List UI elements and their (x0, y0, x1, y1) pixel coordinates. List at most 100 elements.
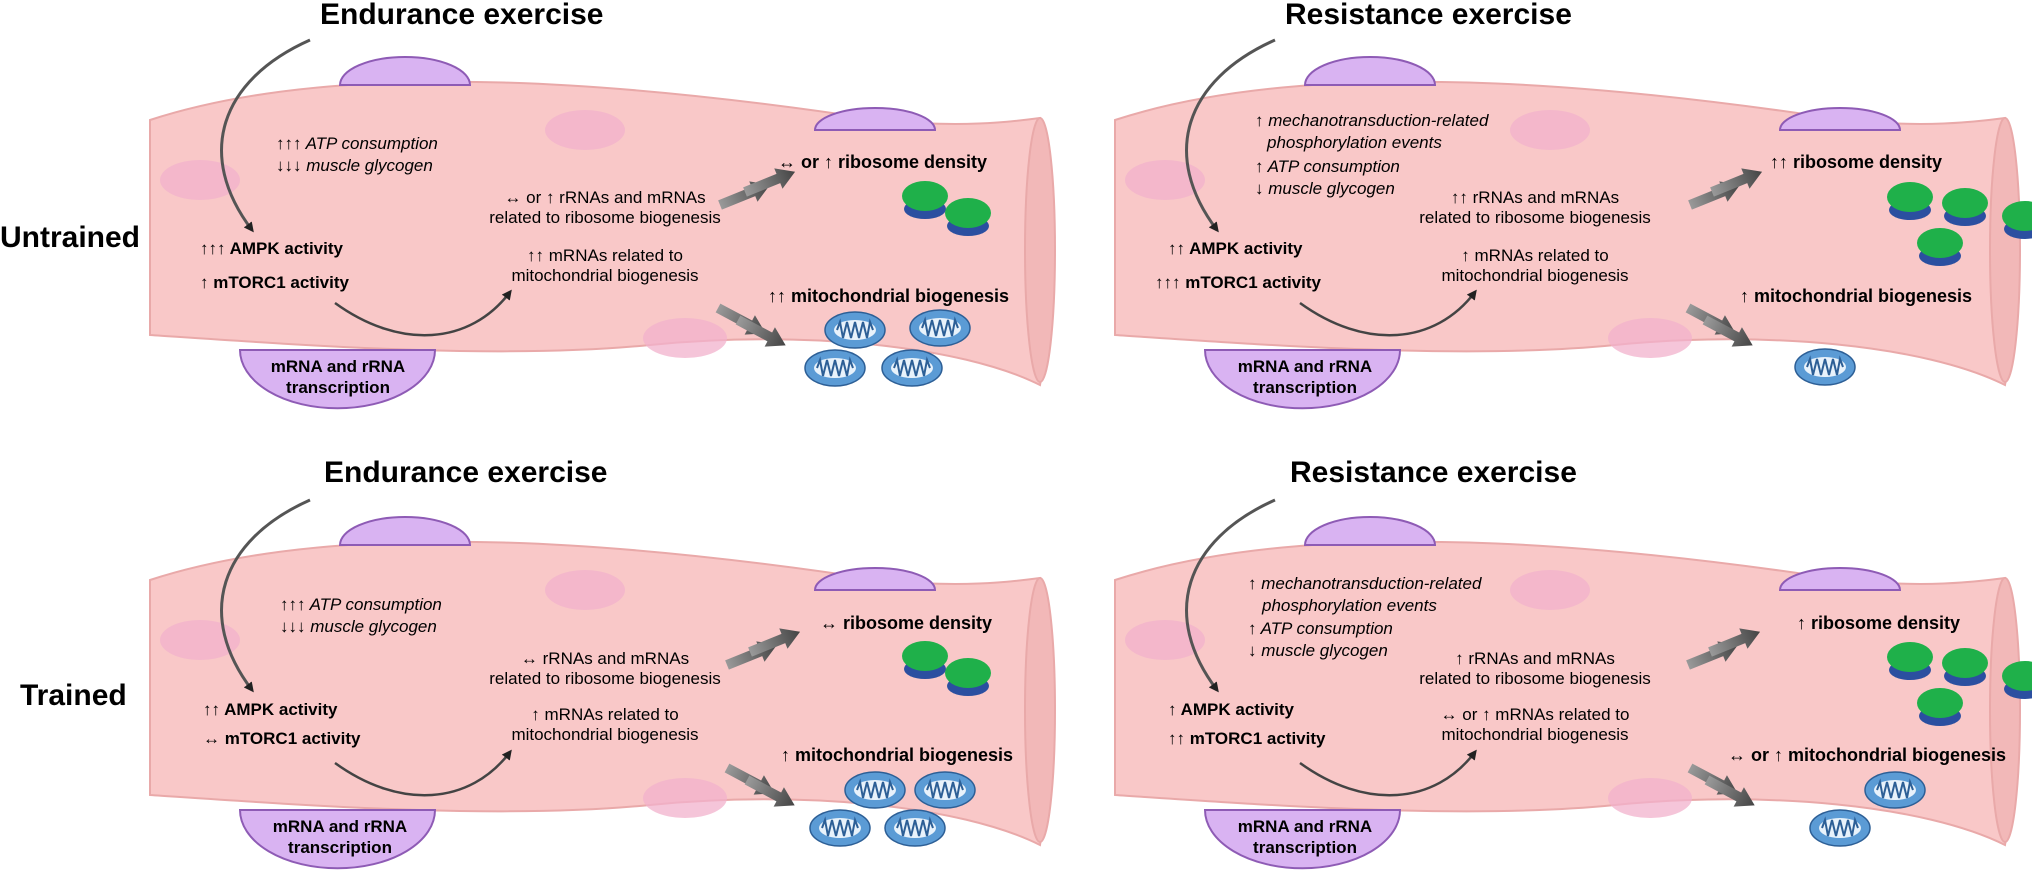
diagram-panel (1114, 498, 2032, 870)
row-label-untrained: Untrained (0, 221, 141, 254)
stress-line: phosphorylation events (1267, 133, 1442, 152)
stress-line: ↑ mechanotransduction-related (1248, 574, 1482, 593)
mtorc1-activity: ↑ mTORC1 activity (200, 273, 349, 292)
ribosome-icon (1942, 188, 1988, 226)
diagram-panel (149, 498, 1056, 870)
ribosome-density-label: ↑ ribosome density (1797, 613, 1961, 633)
ribosome-icon (1887, 182, 1933, 220)
nucleus (1303, 56, 1437, 86)
mitochondrion-icon (914, 771, 976, 809)
transcription-arrow (334, 749, 512, 797)
nucleus-label: transcription (1253, 838, 1357, 857)
mito-mrna-line: ↔ or ↑ mRNAs related to (1440, 705, 1630, 724)
nucleus-label: transcription (288, 838, 392, 857)
ampk-activity: ↑ AMPK activity (1168, 700, 1294, 719)
rrna-line: related to ribosome biogenesis (489, 669, 721, 688)
stress-line: ↓ muscle glycogen (1248, 641, 1388, 660)
ribosome-icon (945, 198, 991, 236)
transcription-arrow (1299, 749, 1477, 797)
rrna-line: related to ribosome biogenesis (489, 208, 721, 227)
mtorc1-activity: ↔ mTORC1 activity (203, 729, 361, 748)
transcription-arrow (1299, 289, 1477, 337)
mito-mrna-line: mitochondrial biogenesis (1441, 725, 1629, 744)
nucleus-label: mRNA and rRNA (270, 357, 406, 376)
row-label-trained: Trained (20, 679, 127, 712)
mito-mrna-line: ↑ mRNAs related to (531, 705, 679, 724)
mito-biogenesis-label: ↑↑ mitochondrial biogenesis (768, 286, 1010, 306)
nucleus-label: transcription (1253, 378, 1357, 397)
nucleus (813, 567, 937, 591)
mito-mrna-line: mitochondrial biogenesis (511, 266, 699, 285)
stress-line: ↑ mechanotransduction-related (1255, 111, 1489, 130)
rrna-line: ↔ or ↑ rRNAs and mRNAs (504, 188, 706, 207)
panel-title: Resistance exercise (1290, 456, 1577, 489)
panel-title: Resistance exercise (1285, 0, 1572, 31)
stress-line: ↓↓↓ muscle glycogen (276, 156, 433, 175)
ribosome-icon (1942, 648, 1988, 686)
ribosome-icon (902, 641, 948, 679)
nucleus (338, 516, 472, 546)
stress-line: ↑ ATP consumption (1255, 157, 1400, 176)
mito-mrna-line: ↑↑ mRNAs related to (527, 246, 683, 265)
ribosome-icon (902, 181, 948, 219)
transcription-arrow (334, 289, 512, 337)
exercise-arrow (1185, 38, 1276, 233)
mitochondrion-icon (1864, 771, 1926, 809)
exercise-arrow (220, 38, 311, 233)
mito-biogenesis-label: ↑ mitochondrial biogenesis (1740, 286, 1973, 306)
stress-line: ↑↑↑ ATP consumption (280, 595, 442, 614)
stress-line: phosphorylation events (1262, 596, 1437, 615)
mito-mrna-line: ↑ mRNAs related to (1461, 246, 1609, 265)
stress-line: ↓↓↓ muscle glycogen (280, 617, 437, 636)
diagram-panel (149, 38, 1056, 410)
ribosome-icon (945, 658, 991, 696)
rrna-line: related to ribosome biogenesis (1419, 669, 1651, 688)
rrna-line: ↑↑ rRNAs and mRNAs (1450, 188, 1620, 207)
mito-biogenesis-label: ↔ or ↑ mitochondrial biogenesis (1728, 745, 2007, 765)
stress-line: ↑↑↑ ATP consumption (276, 134, 438, 153)
nucleus (1203, 809, 1402, 870)
ribosome-icon (1917, 688, 1963, 726)
mtorc1-activity: ↑↑ mTORC1 activity (1168, 729, 1326, 748)
mitochondrion-icon (1809, 809, 1871, 847)
nucleus (1778, 567, 1902, 591)
nucleus (238, 349, 437, 410)
mitochondrion-icon (809, 809, 871, 847)
nucleus-label: mRNA and rRNA (272, 817, 408, 836)
stress-line: ↓ muscle glycogen (1255, 179, 1395, 198)
nucleus-label: mRNA and rRNA (1237, 817, 1373, 836)
ampk-activity: ↑↑ AMPK activity (203, 700, 338, 719)
ribosome-icon (1887, 642, 1933, 680)
mitochondrion-icon (884, 809, 946, 847)
panel-title: Endurance exercise (320, 0, 604, 31)
ampk-activity: ↑↑↑ AMPK activity (200, 239, 343, 258)
nucleus (1778, 107, 1902, 131)
mitochondrion-icon (881, 349, 943, 387)
nucleus (1203, 349, 1402, 410)
diagram-panel (1114, 38, 2032, 410)
mito-mrna-line: mitochondrial biogenesis (1441, 266, 1629, 285)
ribosome-density-label: ↔ or ↑ ribosome density (778, 152, 988, 172)
ribosome-density-label: ↔ ribosome density (820, 613, 993, 633)
ampk-activity: ↑↑ AMPK activity (1168, 239, 1303, 258)
nucleus (813, 107, 937, 131)
nucleus-label: mRNA and rRNA (1237, 357, 1373, 376)
ribosome-density-label: ↑↑ ribosome density (1770, 152, 1943, 172)
mitochondrion-icon (824, 311, 886, 349)
panel-title: Endurance exercise (324, 456, 608, 489)
mtorc1-activity: ↑↑↑ mTORC1 activity (1155, 273, 1321, 292)
nucleus (338, 56, 472, 86)
mitochondrion-icon (804, 349, 866, 387)
mitochondrion-icon (1794, 348, 1856, 386)
mitochondrion-icon (909, 309, 971, 347)
rrna-line: ↔ rRNAs and mRNAs (520, 649, 690, 668)
mitochondrion-icon (844, 771, 906, 809)
nucleus (1303, 516, 1437, 546)
exercise-arrow (220, 498, 311, 693)
stress-line: ↑ ATP consumption (1248, 619, 1393, 638)
mito-biogenesis-label: ↑ mitochondrial biogenesis (781, 745, 1014, 765)
nucleus-label: transcription (286, 378, 390, 397)
nucleus (238, 809, 437, 870)
